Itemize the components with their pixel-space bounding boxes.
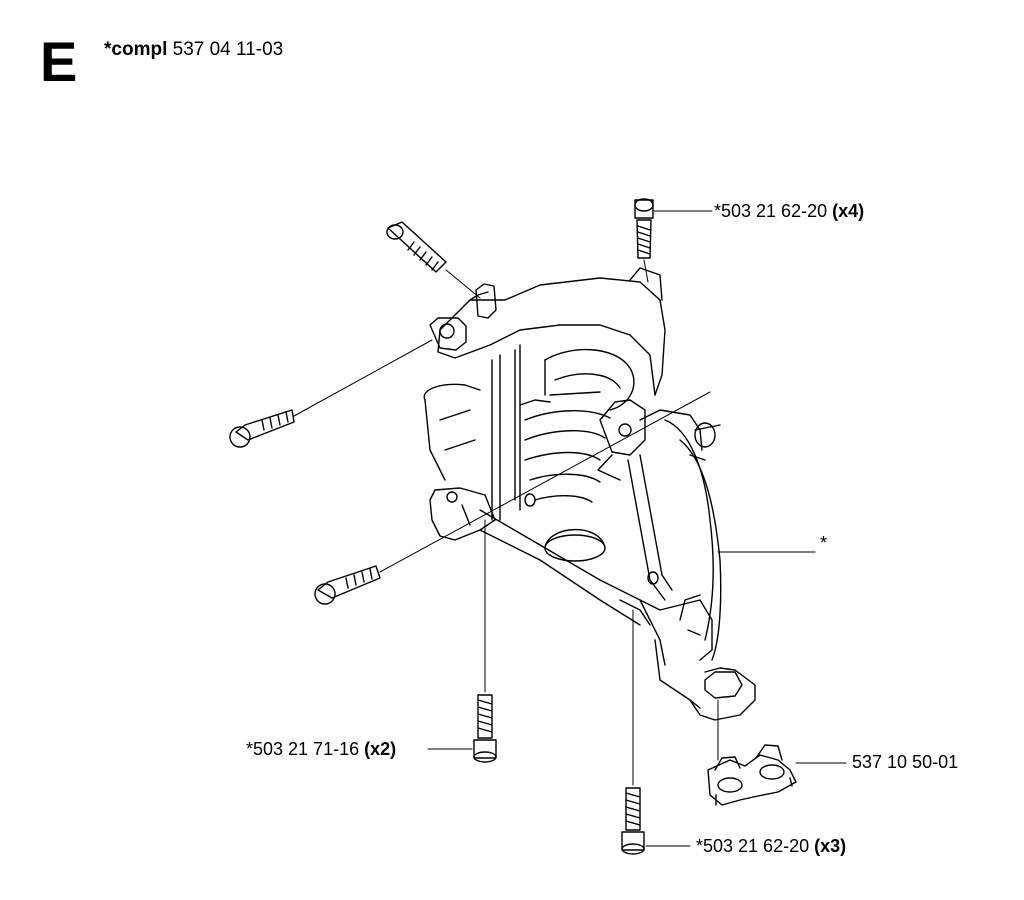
crankcase-housing (423, 267, 756, 721)
callout-screw-bottom-center: *503 21 62-20 (x3) (696, 837, 846, 855)
screw-bottom-left (473, 694, 497, 763)
assembly-prefix: *compl (104, 39, 168, 60)
screw-top-right (634, 198, 654, 259)
callout-quantity: (x4) (832, 201, 865, 221)
screw-upper-left (386, 221, 447, 273)
callout-crankcase: * (820, 534, 827, 552)
callout-quantity: (x3) (814, 836, 847, 856)
callout-clip-nut: 537 10 50-01 (852, 753, 958, 771)
callout-part-number: *503 21 62-20 (714, 201, 828, 221)
callout-screw-top-right: *503 21 62-20 (x4) (714, 202, 864, 220)
screw-left-upper (229, 409, 295, 448)
callout-part-number: * (820, 533, 828, 553)
screw-left-lower (314, 565, 381, 605)
callout-part-number: *503 21 71-16 (246, 739, 360, 759)
section-letter: E (40, 30, 78, 93)
screw-bottom-center (621, 787, 645, 855)
callout-part-number: 537 10 50-01 (852, 752, 959, 772)
assembly-number: *compl 537 04 11-03 (104, 40, 283, 59)
assembly-part-number: 537 04 11-03 (172, 39, 284, 60)
callout-quantity: (x2) (364, 739, 397, 759)
callout-screw-bottom-left: *503 21 71-16 (x2) (246, 740, 396, 758)
clip-nut (707, 744, 797, 806)
callout-part-number: *503 21 62-20 (696, 836, 810, 856)
